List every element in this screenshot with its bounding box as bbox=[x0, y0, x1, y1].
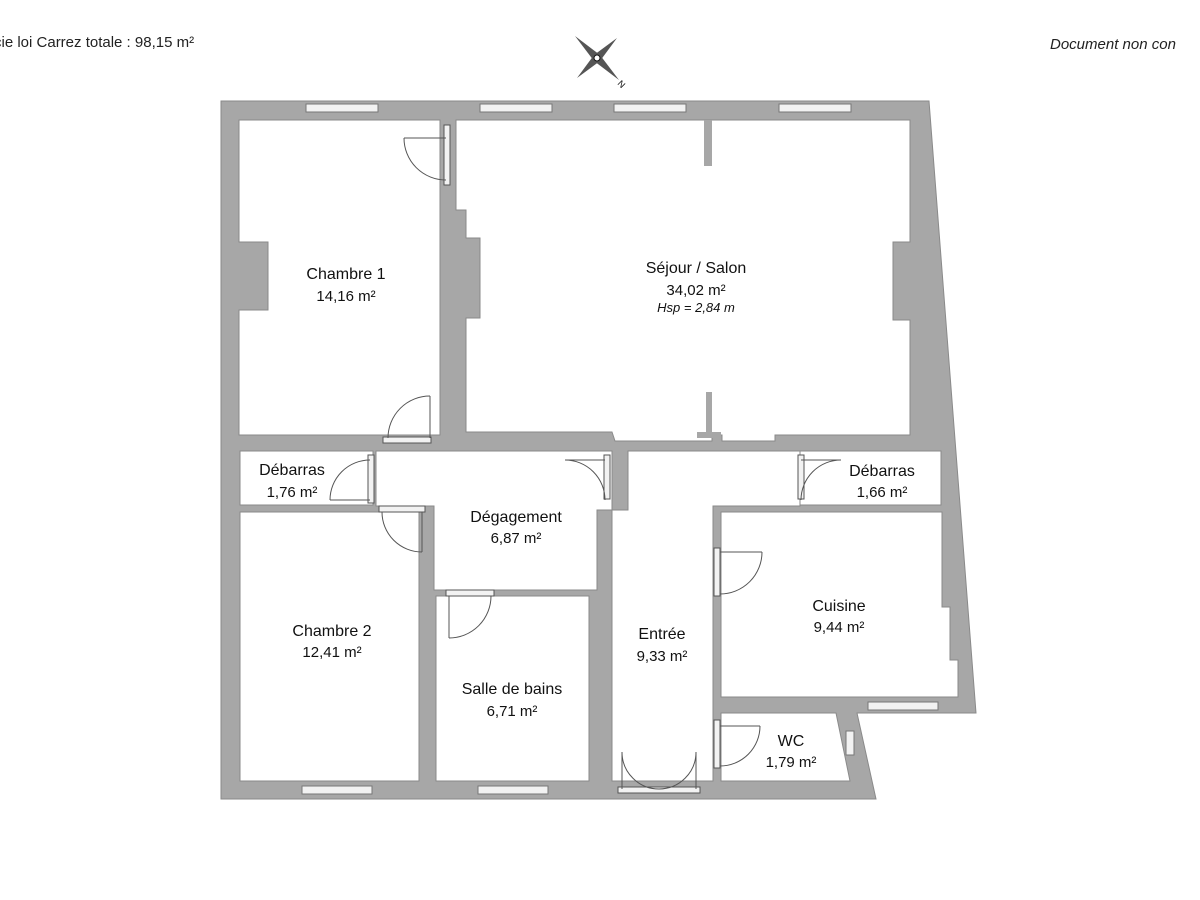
room-area-debarras-left: 1,76 m² bbox=[267, 484, 318, 501]
door-salle-de-bains bbox=[445, 589, 495, 639]
room-label-debarras-right: Débarras bbox=[849, 463, 915, 480]
window bbox=[479, 103, 553, 113]
wall-stub-top bbox=[704, 120, 712, 166]
room-area-chambre-2: 12,41 m² bbox=[302, 644, 361, 661]
room-label-sejour: Séjour / Salon bbox=[646, 260, 747, 277]
room-labels: Chambre 1 14,16 m² Séjour / Salon 34,02 … bbox=[259, 260, 915, 771]
window bbox=[613, 103, 687, 113]
room-area-cuisine: 9,44 m² bbox=[814, 619, 865, 636]
door-chambre-2 bbox=[378, 505, 426, 553]
room-label-cuisine: Cuisine bbox=[812, 598, 865, 615]
room-label-wc: WC bbox=[778, 733, 805, 750]
room-area-sejour: 34,02 m² bbox=[666, 282, 725, 299]
room-label-degagement: Dégagement bbox=[470, 509, 562, 526]
room-area-debarras-right: 1,66 m² bbox=[857, 484, 908, 501]
room-area-salle-de-bains: 6,71 m² bbox=[487, 703, 538, 720]
floor-cuisine bbox=[720, 511, 959, 698]
window bbox=[845, 730, 855, 756]
floor-chambre-2 bbox=[239, 511, 420, 782]
door-wc bbox=[713, 719, 761, 769]
door-cuisine bbox=[713, 547, 763, 597]
window bbox=[305, 103, 379, 113]
compass-north-label: N bbox=[616, 78, 628, 90]
room-label-chambre-1: Chambre 1 bbox=[306, 266, 385, 283]
room-area-wc: 1,79 m² bbox=[766, 754, 817, 771]
door-entree-main bbox=[617, 751, 701, 794]
room-area-chambre-1: 14,16 m² bbox=[316, 288, 375, 305]
room-label-debarras-left: Débarras bbox=[259, 462, 325, 479]
window bbox=[301, 785, 373, 795]
floor-wc bbox=[720, 712, 851, 782]
room-area-degagement: 6,87 m² bbox=[491, 530, 542, 547]
window bbox=[867, 701, 939, 711]
room-label-salle-de-bains: Salle de bains bbox=[462, 681, 563, 698]
window bbox=[778, 103, 852, 113]
door-degagement-side bbox=[564, 454, 611, 501]
door-chambre-1-window-door bbox=[403, 124, 451, 186]
room-height-sejour: Hsp = 2,84 m bbox=[657, 300, 735, 315]
floor-chambre-1 bbox=[238, 119, 441, 436]
door-chambre-1 bbox=[382, 395, 432, 444]
wall-stub-middle bbox=[706, 392, 712, 433]
floor-sejour bbox=[455, 119, 911, 442]
room-area-entree: 9,33 m² bbox=[637, 648, 688, 665]
compass-icon: N bbox=[575, 36, 627, 90]
window bbox=[477, 785, 549, 795]
wall-stub-base bbox=[697, 432, 721, 438]
floor-debarras-left bbox=[239, 450, 374, 506]
disclaimer-label: Document non con bbox=[1050, 36, 1176, 53]
windows bbox=[301, 103, 939, 795]
floor-salle-de-bains bbox=[435, 595, 590, 782]
door-debarras-right bbox=[797, 454, 842, 501]
doors bbox=[329, 124, 842, 794]
total-area-label: cie loi Carrez totale : 98,15 m² bbox=[0, 34, 195, 51]
door-debarras-left bbox=[329, 454, 375, 504]
room-floors bbox=[238, 119, 959, 782]
room-label-chambre-2: Chambre 2 bbox=[292, 623, 371, 640]
room-label-entree: Entrée bbox=[638, 626, 685, 643]
